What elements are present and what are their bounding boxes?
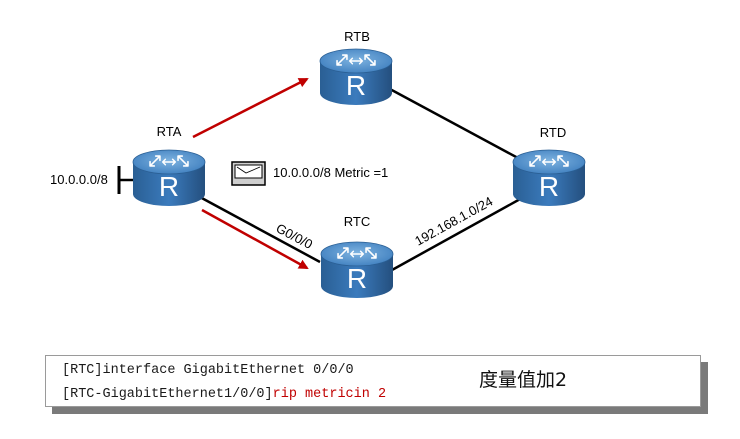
update-arrow-to-rtb: [192, 77, 309, 139]
cli-line-metricin: [RTC-GigabitEthernet1/0/0]rip metricin 2: [62, 387, 386, 402]
router-glyph: R: [159, 171, 179, 202]
router-rtd[interactable]: R: [512, 149, 586, 206]
router-label-rtd: RTD: [540, 125, 566, 140]
router-label-rtc: RTC: [344, 214, 370, 229]
cli-line-interface: [RTC]interface GigabitEthernet 0/0/0: [62, 363, 354, 378]
router-label-rtb: RTB: [344, 29, 370, 44]
link-rtc-rtd: [391, 196, 523, 272]
router-rtc[interactable]: R: [320, 241, 394, 298]
cli-command: rip metricin 2: [272, 387, 387, 402]
update-arrow-to-rtc: [201, 208, 309, 270]
link-rta-rtc: [197, 194, 321, 264]
router-glyph: R: [346, 70, 366, 101]
router-glyph: R: [539, 171, 559, 202]
network-label-rta: 10.0.0.0/8: [50, 172, 108, 187]
route-update-packet-icon: [231, 161, 266, 186]
link-rtb-rtd: [387, 86, 519, 160]
cli-config-panel: [RTC]interface GigabitEthernet 0/0/0 [RT…: [45, 355, 701, 407]
router-rtb[interactable]: R: [319, 48, 393, 105]
router-label-rta: RTA: [157, 124, 182, 139]
metric-note: 度量值加2: [479, 369, 568, 391]
router-glyph: R: [347, 263, 367, 294]
cli-prompt: [RTC-GigabitEthernet1/0/0]: [62, 387, 273, 402]
router-rta[interactable]: R: [132, 149, 206, 206]
route-update-text: 10.0.0.0/8 Metric =1: [273, 165, 388, 180]
